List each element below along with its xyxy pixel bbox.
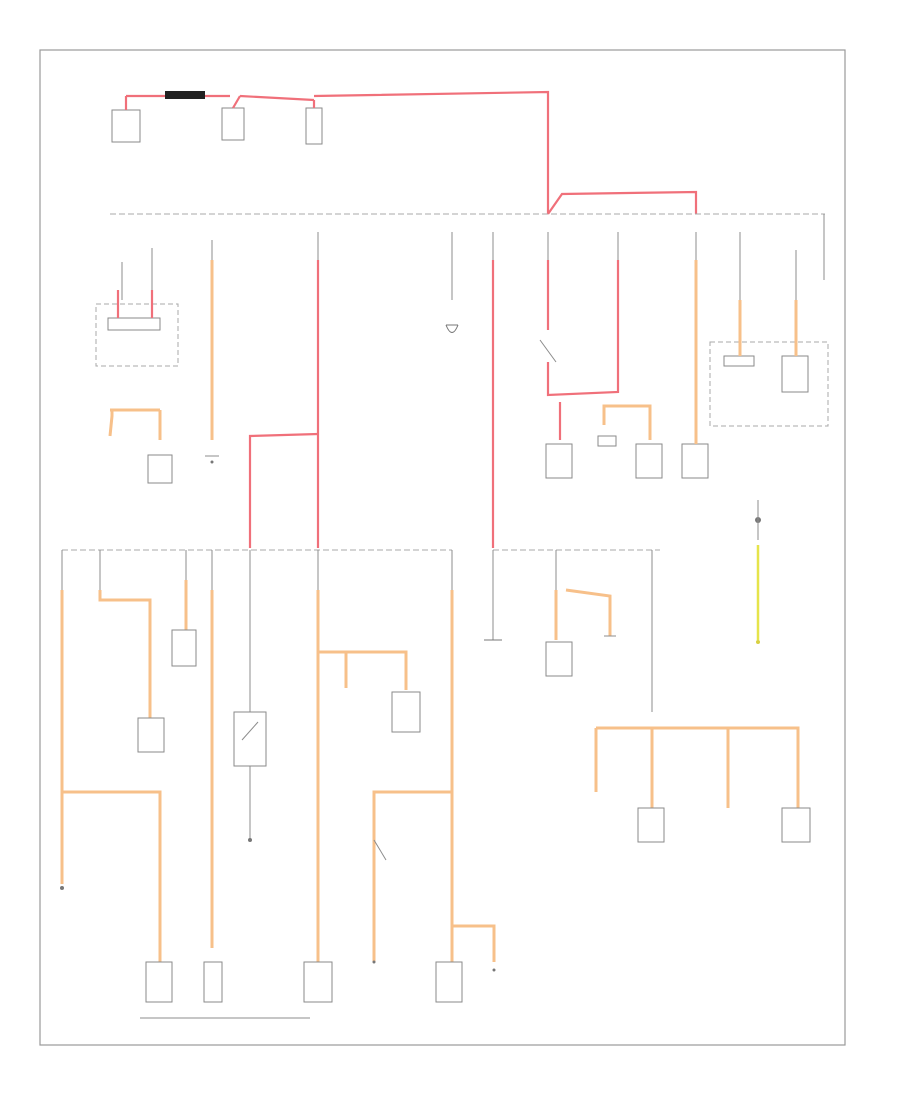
- feed-left-2: [98, 590, 152, 730]
- starter-solenoid: [221, 95, 245, 141]
- components-center-right: [372, 839, 496, 1003]
- battery: [239, 94, 323, 145]
- feed-center-branch: [318, 650, 408, 690]
- diagram-frame: [39, 49, 846, 1046]
- lower-fuse-drops: [61, 550, 653, 590]
- ground-feed-right: [755, 500, 761, 644]
- component-ground-451: [445, 324, 459, 333]
- battery-feed-branch: [547, 190, 698, 215]
- feed-452-branch: [372, 790, 452, 962]
- module-upper-right: [709, 300, 829, 427]
- red-feed-crossover: [248, 432, 319, 548]
- module-upper-left: [95, 290, 179, 484]
- switch-250: [233, 590, 267, 842]
- component-small-c1: [205, 455, 219, 464]
- components-lower-right: [484, 588, 811, 843]
- relay-upper-right: [539, 260, 620, 440]
- components-left-column: [60, 629, 223, 1003]
- components-center: [303, 652, 421, 1003]
- battery-feed-wire: [313, 90, 550, 214]
- fusible-link: [126, 91, 230, 99]
- upper-fuse-drops: [121, 214, 825, 300]
- feed-452-branch-2: [452, 924, 496, 962]
- generator: [111, 96, 141, 143]
- components-row-upper-right: [545, 260, 709, 479]
